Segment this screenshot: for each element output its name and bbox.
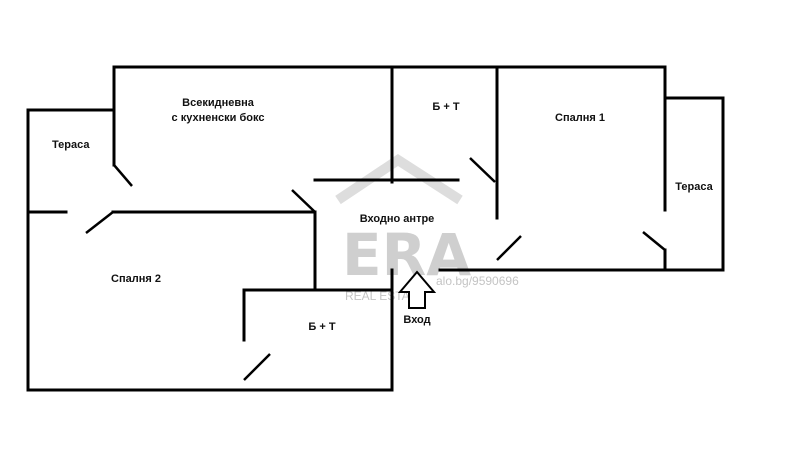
watermark-logo: ERA bbox=[342, 221, 471, 289]
door-bath-top bbox=[469, 157, 496, 183]
label-bath-bottom: Б + Т bbox=[308, 321, 335, 333]
door-bedroom2-terrace bbox=[85, 211, 114, 234]
era-watermark: ERA REAL ESTATE alo.bg/9590696 bbox=[335, 154, 519, 303]
walls bbox=[26, 65, 725, 392]
label-entrance: Вход bbox=[403, 314, 430, 326]
door-living-hall bbox=[291, 189, 316, 213]
doors bbox=[85, 157, 666, 381]
door-bath-bottom bbox=[243, 353, 271, 381]
label-living: Всекидневна bbox=[182, 97, 255, 109]
room-labels: Всекидневна с кухненски бокс Тераса Б + … bbox=[52, 97, 714, 333]
watermark-roof-icon bbox=[335, 154, 463, 205]
label-terrace-right: Тераса bbox=[675, 181, 713, 193]
label-terrace-left: Тераса bbox=[52, 139, 90, 151]
door-bedroom1-terrace bbox=[642, 231, 666, 251]
door-living-terrace bbox=[113, 164, 133, 187]
label-hall: Входно антре bbox=[360, 213, 435, 225]
watermark-site-ref: alo.bg/9590696 bbox=[436, 274, 519, 288]
label-bath-top: Б + Т bbox=[432, 101, 459, 113]
label-living-kitchen: с кухненски бокс bbox=[172, 112, 265, 124]
label-bedroom2: Спалня 2 bbox=[111, 273, 161, 285]
entrance-arrow-icon bbox=[397, 270, 437, 309]
door-bedroom1-hall bbox=[496, 235, 522, 261]
label-bedroom1: Спалня 1 bbox=[555, 112, 605, 124]
